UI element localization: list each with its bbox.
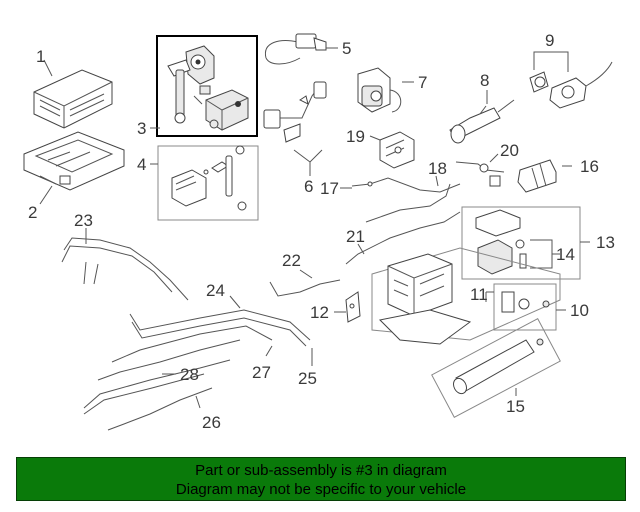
- part-21-line[interactable]: [345, 211, 461, 265]
- callout-7: 7: [418, 73, 427, 92]
- callout-4: 4: [137, 155, 146, 174]
- part-3-level-sensor[interactable]: [167, 45, 249, 131]
- callout-17: 17: [320, 179, 339, 198]
- callout-3: 3: [137, 119, 146, 138]
- main-brake-lines[interactable]: [83, 309, 311, 431]
- callout-16: 16: [580, 157, 599, 176]
- part-8-valve[interactable]: [449, 99, 515, 144]
- parts-diagram: 1 2 3 4: [23, 31, 615, 432]
- callout-25: 25: [298, 369, 317, 388]
- callout-20: 20: [500, 141, 519, 160]
- part-22-line[interactable]: [269, 279, 341, 297]
- callout-24: 24: [206, 281, 225, 300]
- part-6-harness[interactable]: [263, 81, 327, 143]
- part-18-line[interactable]: [365, 183, 451, 223]
- callout-23: 23: [74, 211, 93, 230]
- callout-5: 5: [342, 39, 351, 58]
- callout-13: 13: [596, 233, 615, 252]
- callout-22: 22: [282, 251, 301, 270]
- part-4-sensor-kit[interactable]: [171, 145, 247, 211]
- callout-11: 11: [470, 285, 488, 304]
- info-banner: Part or sub-assembly is #3 in diagram Di…: [16, 457, 626, 501]
- part-7-valve-block[interactable]: [357, 67, 402, 113]
- callout-2: 2: [28, 203, 37, 222]
- part-16-filter[interactable]: [517, 159, 557, 193]
- callout-10: 10: [570, 301, 589, 320]
- part-23-lines[interactable]: [61, 237, 189, 301]
- banner-line-1: Part or sub-assembly is #3 in diagram: [195, 462, 447, 479]
- callout-1: 1: [36, 47, 45, 66]
- part-1-control-module[interactable]: [33, 69, 113, 129]
- callout-8: 8: [480, 71, 489, 90]
- part-15-reservoir[interactable]: [451, 338, 544, 396]
- callout-28: 28: [180, 365, 199, 384]
- callout-14: 14: [556, 245, 575, 264]
- callout-12: 12: [310, 303, 329, 322]
- callout-9: 9: [545, 31, 554, 50]
- part-9-valve[interactable]: [529, 61, 613, 109]
- part-20-fitting[interactable]: [455, 161, 505, 187]
- banner-line-2: Diagram may not be specific to your vehi…: [175, 481, 467, 498]
- compressor-assembly[interactable]: [378, 253, 472, 345]
- part-12-bracket[interactable]: [345, 291, 361, 323]
- part-3-highlight-box: [156, 35, 258, 137]
- part-15-box: [431, 317, 561, 419]
- part-13-box: [461, 206, 581, 280]
- part-10-box: [493, 283, 557, 331]
- part-11-fitting[interactable]: [501, 291, 550, 313]
- part-19-bracket[interactable]: [379, 131, 415, 169]
- callout-27: 27: [252, 363, 271, 382]
- callout-18: 18: [428, 159, 447, 178]
- part-5-connector[interactable]: [264, 33, 327, 65]
- callout-15: 15: [506, 397, 525, 416]
- callout-19: 19: [346, 127, 365, 146]
- part-2-bracket[interactable]: [23, 131, 125, 191]
- part-17-line[interactable]: [351, 177, 461, 193]
- compressor-box: [371, 247, 561, 341]
- callout-26: 26: [202, 413, 221, 432]
- callout-6: 6: [304, 177, 313, 196]
- callout-21: 21: [346, 227, 365, 246]
- part-13-bracket-kit[interactable]: [475, 209, 527, 275]
- part-4-box: [157, 145, 259, 221]
